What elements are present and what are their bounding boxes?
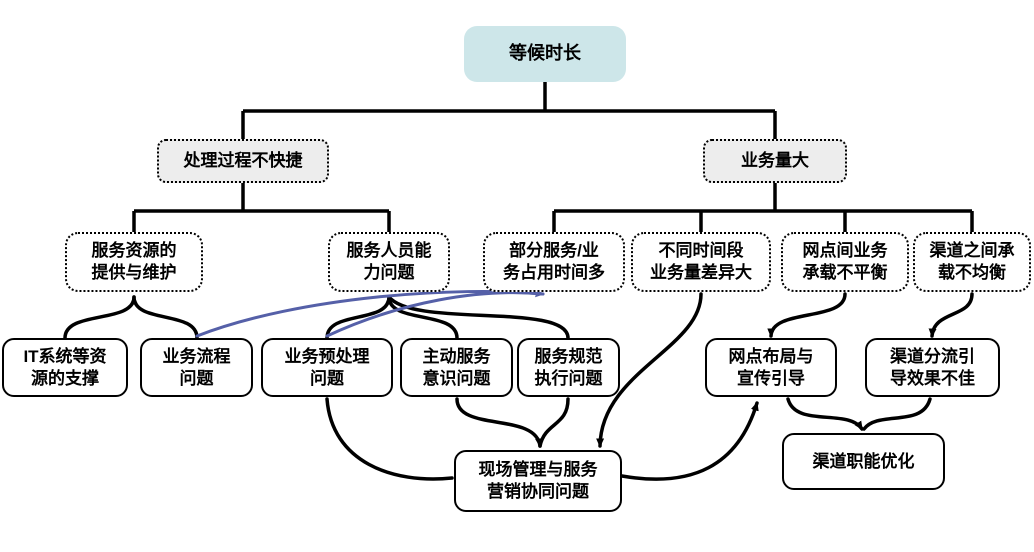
node-large-business-volume: 业务量大 [703, 139, 847, 183]
node-service-resource-provision-maintenance: 服务资源的 提供与维护 [65, 232, 203, 292]
edge-n11-n16 [325, 397, 454, 481]
edge-n16-n14 [620, 401, 759, 481]
node-it-system-resource-support: IT系统等资 源的支撑 [2, 338, 128, 397]
edge-n11-n4 [325, 295, 393, 340]
node-business-process-issue: 业务流程 问题 [140, 338, 253, 397]
node-outlet-layout-publicity-guidance: 网点布局与 宣传引导 [705, 338, 837, 397]
edge-n11-n5 [325, 291, 545, 338]
edge-n6-n16 [596, 292, 703, 448]
node-business-preprocessing-issue: 业务预处理 问题 [261, 338, 393, 397]
node-services-occupy-much-time: 部分服务/业 务占用时间多 [483, 232, 625, 292]
node-channel-function-optimization: 渠道职能优化 [782, 433, 945, 490]
edge-n7-n14 [767, 292, 847, 338]
node-staff-capability-issue: 服务人员能 力问题 [328, 232, 450, 292]
node-waiting-duration: 等候时长 [464, 26, 626, 82]
edge-n15-n17 [862, 397, 932, 431]
node-service-standard-execution-issue: 服务规范 执行问题 [517, 338, 620, 397]
node-onsite-management-marketing-synergy: 现场管理与服务 营销协同问题 [454, 450, 622, 512]
edge-n12-n4 [387, 295, 459, 340]
edge-n12-n16 [455, 397, 544, 448]
node-unbalanced-load-between-channels: 渠道之间承 载不均衡 [913, 232, 1031, 292]
edge-n14-n17 [786, 397, 864, 431]
edge-n10-n3 [132, 295, 199, 340]
edge-n13-n4 [387, 295, 570, 340]
node-proactive-service-awareness-issue: 主动服务 意识问题 [400, 338, 513, 397]
node-channel-diversion-ineffective: 渠道分流引 导效果不佳 [865, 338, 1000, 397]
edge-n8-n15 [928, 292, 974, 338]
node-volume-varies-by-period: 不同时间段 业务量差异大 [631, 232, 771, 292]
edge-n9-n3 [63, 295, 138, 340]
edge-n13-n16 [538, 397, 570, 448]
node-process-not-fast: 处理过程不快捷 [157, 139, 329, 183]
curve-connectors [63, 289, 974, 481]
tree-connectors [132, 82, 974, 232]
node-unbalanced-load-between-outlets: 网点间业务 承载不平衡 [781, 232, 909, 292]
